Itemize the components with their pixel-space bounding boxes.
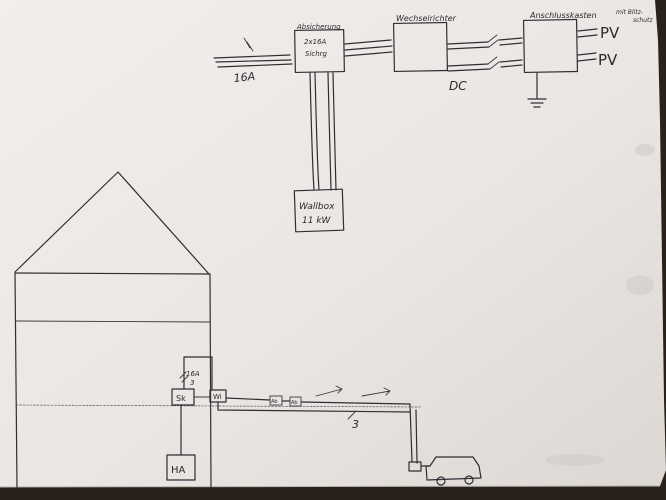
cable-box-1 bbox=[269, 395, 283, 406]
house-outline bbox=[14, 171, 212, 488]
feed-lines bbox=[213, 37, 293, 68]
breaker-box-label-3: Sichrg bbox=[305, 50, 328, 58]
breaker-box-label-2: 2x16A bbox=[304, 38, 327, 46]
sub-breaker-tick bbox=[179, 371, 189, 383]
wallbox-box bbox=[293, 188, 345, 233]
cable-box-2 bbox=[289, 396, 302, 407]
wallbox-label-1: Wallbox bbox=[299, 202, 335, 212]
sub-breaker-value: 16A bbox=[186, 370, 200, 378]
wallbox-label-2: 11 kW bbox=[302, 216, 332, 226]
house-connection-label: HA bbox=[171, 465, 186, 476]
sub-panel-label: Sk bbox=[176, 394, 186, 403]
pv-label-2: PV bbox=[598, 51, 618, 69]
car-sketch bbox=[408, 456, 482, 486]
cable-arrows bbox=[315, 385, 391, 397]
line-count-tick bbox=[347, 410, 357, 420]
outdoor-cable bbox=[217, 397, 418, 464]
inverter-label: Wechselrichter bbox=[396, 14, 457, 23]
small-box-label: Wi bbox=[213, 393, 222, 401]
breaker-box bbox=[294, 28, 345, 74]
line-count-label: 3 bbox=[352, 418, 359, 431]
sub-panel-riser bbox=[183, 356, 213, 391]
ac-lines-to-inverter bbox=[344, 39, 393, 57]
connection-box-note-1: mit Blitz- bbox=[616, 9, 643, 16]
sub-breaker-count: 3 bbox=[190, 379, 194, 387]
wallbox-cables bbox=[309, 72, 337, 191]
pv-lines bbox=[577, 28, 598, 62]
feed-current-label: 16A bbox=[233, 70, 256, 85]
ground-symbol bbox=[527, 72, 547, 108]
connection-box-label: Anschlusskasten bbox=[529, 11, 597, 20]
paper-fold bbox=[0, 485, 661, 488]
breaker-box-label-1: Absicherung bbox=[296, 23, 341, 31]
dc-lines bbox=[447, 34, 523, 72]
cable-box-1-label: Ab bbox=[271, 399, 278, 405]
inverter-box bbox=[392, 21, 449, 73]
paper-shadows bbox=[545, 144, 655, 466]
paper-sheet bbox=[0, 0, 666, 487]
dc-label: DC bbox=[449, 79, 467, 93]
pv-label-1: PV bbox=[600, 24, 620, 42]
ground-floor-line bbox=[15, 404, 421, 408]
connection-box-note-2: schutz bbox=[633, 17, 653, 24]
connection-box bbox=[522, 18, 579, 74]
cable-box-2-label: Ab bbox=[291, 400, 298, 406]
